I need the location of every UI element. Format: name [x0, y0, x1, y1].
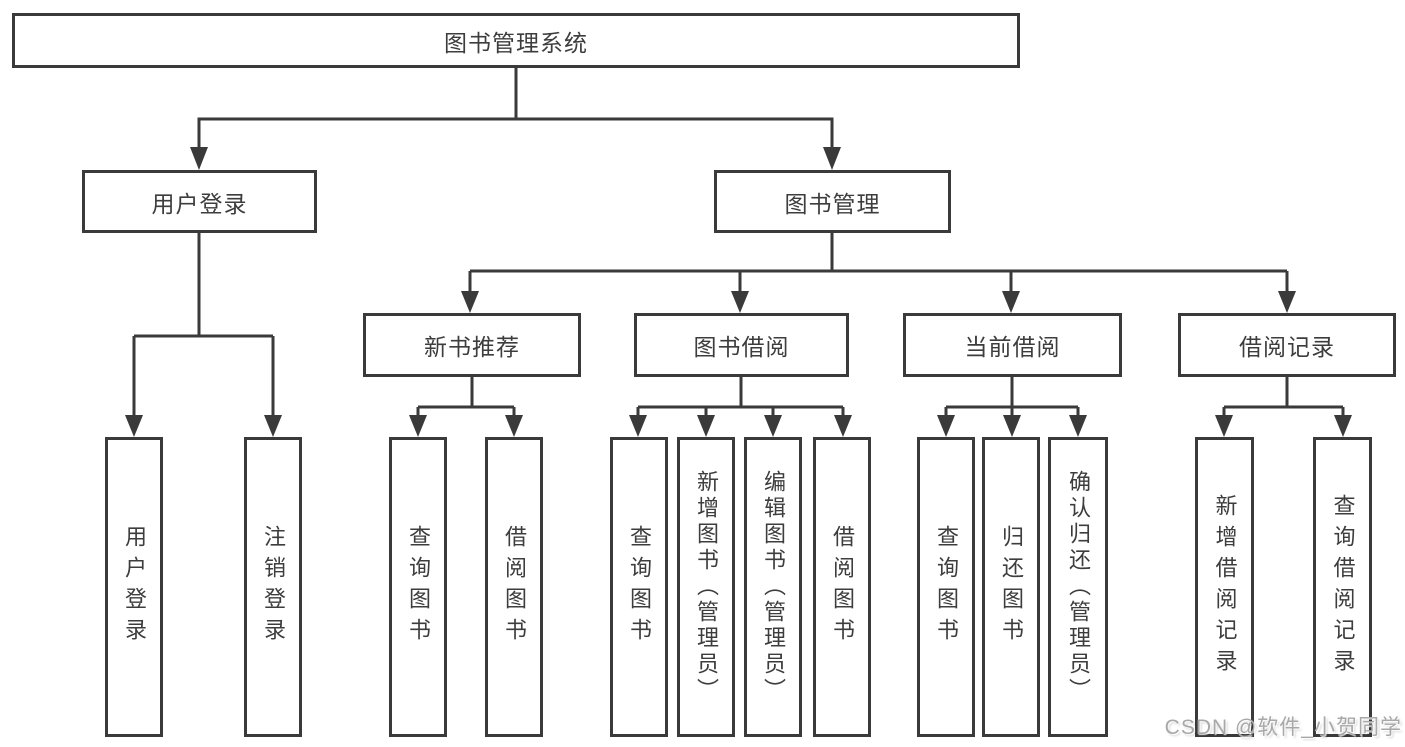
leaf-user-login: 用户登录: [105, 437, 163, 737]
leaf-borrowing-query-books: 查询图书: [610, 437, 668, 737]
node-borrow-records: 借阅记录: [1178, 313, 1396, 377]
leaf-borrowing-borrow-books: 借阅图书: [813, 437, 871, 737]
node-book-borrowing: 图书借阅: [634, 313, 849, 377]
csdn-watermark: CSDN @软件_小贺同学: [1164, 716, 1402, 739]
node-book-management: 图书管理: [714, 170, 951, 233]
leaf-recommend-borrow-books: 借阅图书: [485, 437, 543, 737]
leaf-query-borrow-record: 查询借阅记录: [1313, 437, 1372, 737]
leaf-current-query-books: 查询图书: [917, 437, 975, 737]
leaf-logout: 注销登录: [244, 437, 302, 737]
leaf-add-books-admin: 新增图书（管理员）: [677, 437, 735, 737]
node-user-login: 用户登录: [82, 170, 317, 233]
arrowheads: [125, 147, 1352, 437]
node-new-book-recommend: 新书推荐: [363, 313, 581, 377]
node-root-system: 图书管理系统: [12, 13, 1020, 68]
node-current-borrowing: 当前借阅: [903, 313, 1122, 377]
leaf-recommend-query-books: 查询图书: [389, 437, 447, 737]
leaf-edit-books-admin: 编辑图书（管理员）: [744, 437, 802, 737]
leaf-return-books: 归还图书: [982, 437, 1040, 737]
leaf-confirm-return-admin: 确认归还（管理员）: [1048, 437, 1108, 737]
leaf-add-borrow-record: 新增借阅记录: [1195, 437, 1254, 737]
